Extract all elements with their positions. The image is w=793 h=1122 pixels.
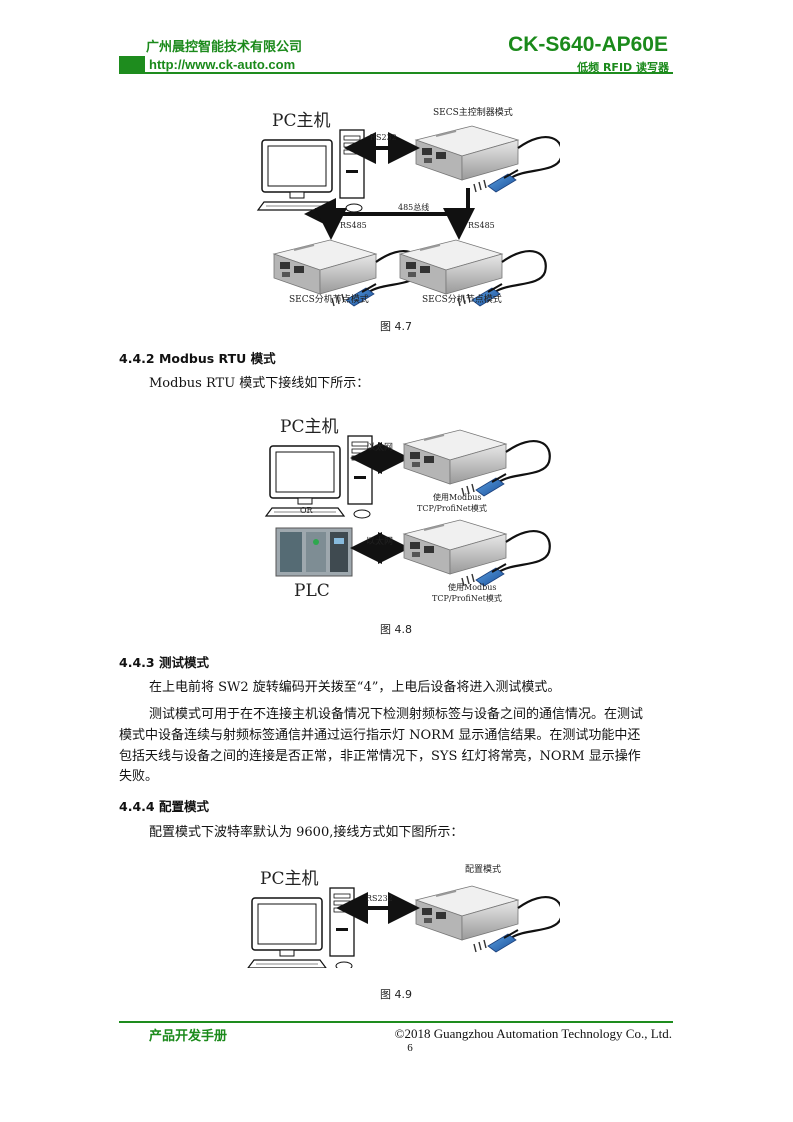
device-bottom-label-2: TCP/ProfiNet模式 [432,593,502,603]
node-right-label: SECS分机节点模式 [422,293,502,305]
rs485-right-label: RS485 [468,221,495,230]
page-number: 6 [407,1042,413,1054]
modbus-device-bottom [402,518,551,588]
ethernet-bottom-label: 以太网 [366,535,393,547]
pc-host-label: PC主机 [280,417,338,437]
device-bottom-label-1: 使用Modbus [448,582,497,592]
pc-host-label: PC主机 [260,869,318,889]
or-label: OR [300,506,314,515]
header-rule [145,72,673,74]
pc-computer-icon [257,129,365,213]
pc-computer-icon [247,887,355,968]
node-left-label: SECS分机节点模式 [289,293,369,305]
header-green-block [119,56,145,74]
section-4-4-3-para-2-line-1: 测试模式可用于在不连接主机设备情况下检测射频标签与设备之间的通信情况。在测试 [149,707,644,722]
section-4-4-3-para-2-line-4: 失败。 [119,769,159,784]
secs-master-device [414,124,560,194]
device-top-label-2: TCP/ProfiNet模式 [417,503,487,513]
plc-label: PLC [294,581,330,601]
section-4-4-3-para-1: 在上电前将 SW2 旋转编码开关拨至“4”，上电后设备将进入测试模式。 [149,680,561,695]
section-4-4-2-text: Modbus RTU 模式下接线如下所示： [149,376,370,391]
section-4-4-3-para-2-line-2: 模式中设备连续与射频标签通信并通过运行指示灯 NORM 显示通信结果。在测试功能… [119,728,641,743]
footer-copyright: ©2018 Guangzhou Automation Technology Co… [394,1026,672,1041]
product-subtitle: 低频 RFID 读写器 [577,61,669,74]
modbus-device-top [402,428,551,498]
footer-manual-title: 产品开发手册 [149,1029,228,1044]
config-mode-device [414,884,560,954]
figure-4-9-diagram: PC主机 配置模式 RS232 [247,863,560,968]
product-model: CK-S640-AP60E [508,33,668,56]
ethernet-top-label: 以太网 [366,441,393,453]
bus-485-label: 485总线 [398,202,429,212]
section-4-4-3-heading: 4.4.3 测试模式 [119,655,209,670]
section-4-4-4-text: 配置模式下波特率默认为 9600,接线方式如下图所示： [149,825,464,840]
plc-device-icon [275,527,353,577]
section-4-4-4-heading: 4.4.4 配置模式 [119,799,209,814]
rs485-left-label: RS485 [340,221,367,230]
figure-4-7-diagram: PC主机 SECS主控制器模式 RS232 485总线 RS485 RS485 … [257,106,560,308]
company-name: 广州晨控智能技术有限公司 [146,40,303,55]
figure-4-7-caption: 图 4.7 [380,320,412,333]
rs232-label: RS232 [370,133,397,142]
website-url[interactable]: http://www.ck-auto.com [149,57,296,72]
device-top-label-1: 使用Modbus [433,492,482,502]
footer-rule [119,1021,673,1023]
section-4-4-2-heading: 4.4.2 Modbus RTU 模式 [119,351,276,366]
rs232-label: RS232 [366,894,393,903]
header-bar: http://www.ck-auto.com 低频 RFID 读写器 [119,56,673,74]
figure-4-8-caption: 图 4.8 [380,623,412,636]
pc-host-label: PC主机 [272,111,330,131]
pc-computer-icon [265,435,373,519]
section-4-4-3-para-2-line-3: 包括天线与设备之间的连接是否正常，非正常情况下，SYS 红灯将常亮，NORM 显… [119,749,641,764]
config-mode-label: 配置模式 [465,863,501,875]
master-controller-label: SECS主控制器模式 [433,106,513,118]
figure-4-8-diagram: PC主机 以太网 OR 使用Modbus TCP/ProfiNet模式 PLC … [265,417,551,603]
figure-4-9-caption: 图 4.9 [380,988,412,1001]
